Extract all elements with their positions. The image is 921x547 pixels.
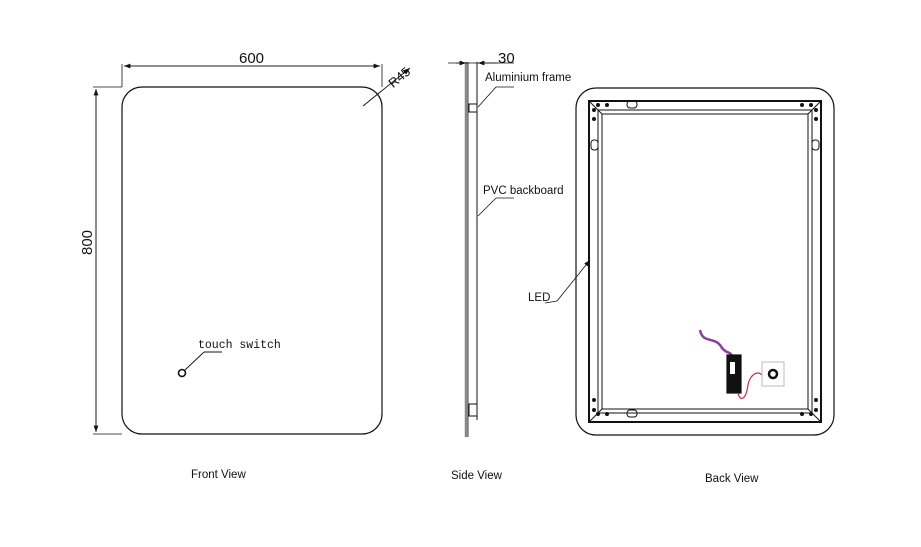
aluminium-frame-label: Aluminium frame xyxy=(485,72,572,84)
front-view-drawing xyxy=(93,63,411,435)
led-label: LED xyxy=(528,292,551,304)
output-wire xyxy=(737,372,763,399)
depth-dimension: 30 xyxy=(498,50,515,67)
switch-module xyxy=(761,361,785,387)
width-dimension: 600 xyxy=(239,50,265,67)
hanging-slots xyxy=(590,100,820,418)
height-dimension: 800 xyxy=(79,229,96,255)
touch-switch-label: touch switch xyxy=(198,339,281,352)
pvc-backboard-label: PVC backboard xyxy=(483,185,564,197)
screw-holes xyxy=(592,103,818,416)
front-view-title: Front View xyxy=(191,469,246,481)
side-view-drawing xyxy=(448,60,514,437)
back-view-title: Back View xyxy=(705,473,759,485)
input-wire xyxy=(698,329,735,359)
touch-switch-icon xyxy=(177,368,187,378)
side-view-title: Side View xyxy=(451,470,502,482)
back-view-drawing xyxy=(544,87,835,436)
aluminium-frame-profile xyxy=(468,103,478,113)
mirror-outline xyxy=(121,86,383,435)
back-outline xyxy=(575,87,835,436)
